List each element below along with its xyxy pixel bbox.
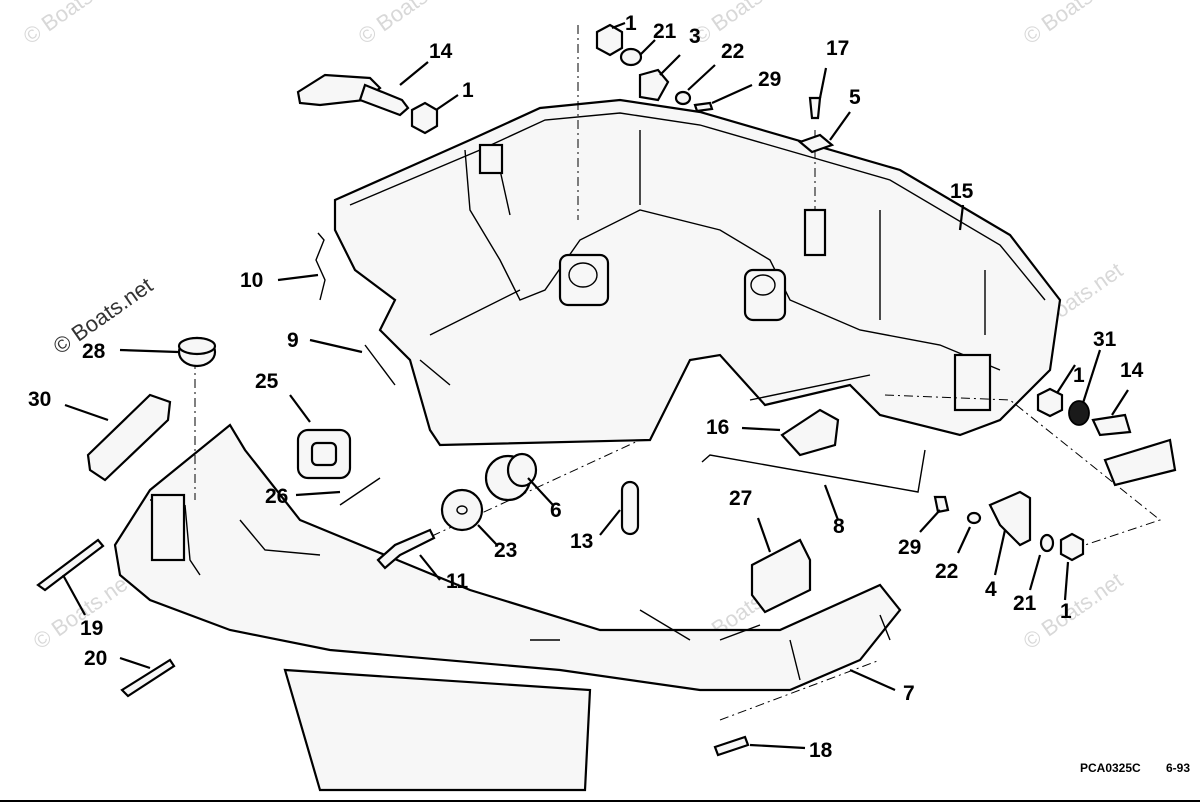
callout-20: 20: [84, 647, 107, 670]
callout-19: 19: [80, 617, 103, 640]
pad: [86, 393, 172, 482]
nut: [1059, 532, 1085, 562]
callout-23: 23: [494, 539, 517, 562]
callout-11: 11: [446, 570, 469, 593]
callout-1: 1: [1060, 600, 1072, 623]
bolt: [713, 735, 750, 757]
callout-14: 14: [429, 40, 453, 63]
cover-post: [478, 143, 504, 175]
upper-cover: [333, 98, 1062, 447]
bolt: [120, 658, 176, 698]
callout-1: 1: [625, 12, 637, 35]
callout-30: 30: [28, 388, 51, 411]
watermark: © Boats.net: [1019, 0, 1128, 49]
handle-pin: [1091, 413, 1132, 437]
callout-6: 6: [550, 499, 562, 522]
bolt: [36, 538, 105, 592]
callout-14: 14: [1120, 359, 1144, 382]
latch: [988, 490, 1032, 547]
washer: [966, 511, 982, 525]
cover-post: [803, 208, 827, 257]
callout-29: 29: [758, 68, 781, 91]
block: [750, 538, 812, 614]
nut: [595, 23, 624, 57]
callout-15: 15: [950, 180, 974, 203]
callout-4: 4: [985, 578, 997, 601]
part-labels: 1 21 3 22 29 17 5 14 1 15 10 9 28 30 25 …: [28, 12, 1144, 762]
hardware: [36, 23, 1177, 757]
nut: [1036, 387, 1064, 418]
callout-28: 28: [82, 340, 106, 363]
stud: [376, 528, 436, 570]
callout-25: 25: [255, 370, 279, 393]
callout-7: 7: [903, 682, 915, 705]
callout-3: 3: [689, 25, 701, 48]
lower-cover-post: [150, 493, 186, 562]
washer: [674, 90, 692, 106]
callout-13: 13: [570, 530, 593, 553]
callout-18: 18: [809, 739, 833, 762]
nut: [410, 101, 439, 135]
callout-31: 31: [1093, 328, 1117, 351]
callout-1: 1: [1073, 364, 1085, 387]
callout-21: 21: [653, 20, 677, 43]
clip: [620, 480, 640, 536]
cover-post: [953, 353, 992, 412]
callout-16: 16: [706, 416, 729, 439]
diagram-code: PCA0325C: [1080, 761, 1141, 775]
lower-cover: [113, 423, 902, 792]
callout-21: 21: [1013, 592, 1037, 615]
callout-5: 5: [849, 86, 861, 109]
callout-10: 10: [240, 269, 263, 292]
latch: [638, 68, 670, 102]
washer: [619, 47, 643, 67]
callout-26: 26: [265, 485, 288, 508]
callout-22: 22: [721, 40, 744, 63]
callout-1: 1: [462, 79, 474, 102]
washer: [1039, 533, 1055, 553]
diagram-date: 6-93: [1166, 761, 1190, 775]
callout-17: 17: [826, 37, 849, 60]
callout-9: 9: [287, 329, 299, 352]
washer: [1068, 400, 1090, 426]
callout-29: 29: [898, 536, 921, 559]
callout-8: 8: [833, 515, 845, 538]
callout-22: 22: [935, 560, 958, 583]
handle-right: [1103, 438, 1177, 487]
washer-large: [440, 488, 484, 532]
watermark: © Boats.net: [19, 0, 128, 49]
pad: [780, 408, 840, 457]
leader-lines: [62, 21, 1129, 750]
callout-27: 27: [729, 487, 752, 510]
lower-cover-skirt: [283, 668, 592, 792]
